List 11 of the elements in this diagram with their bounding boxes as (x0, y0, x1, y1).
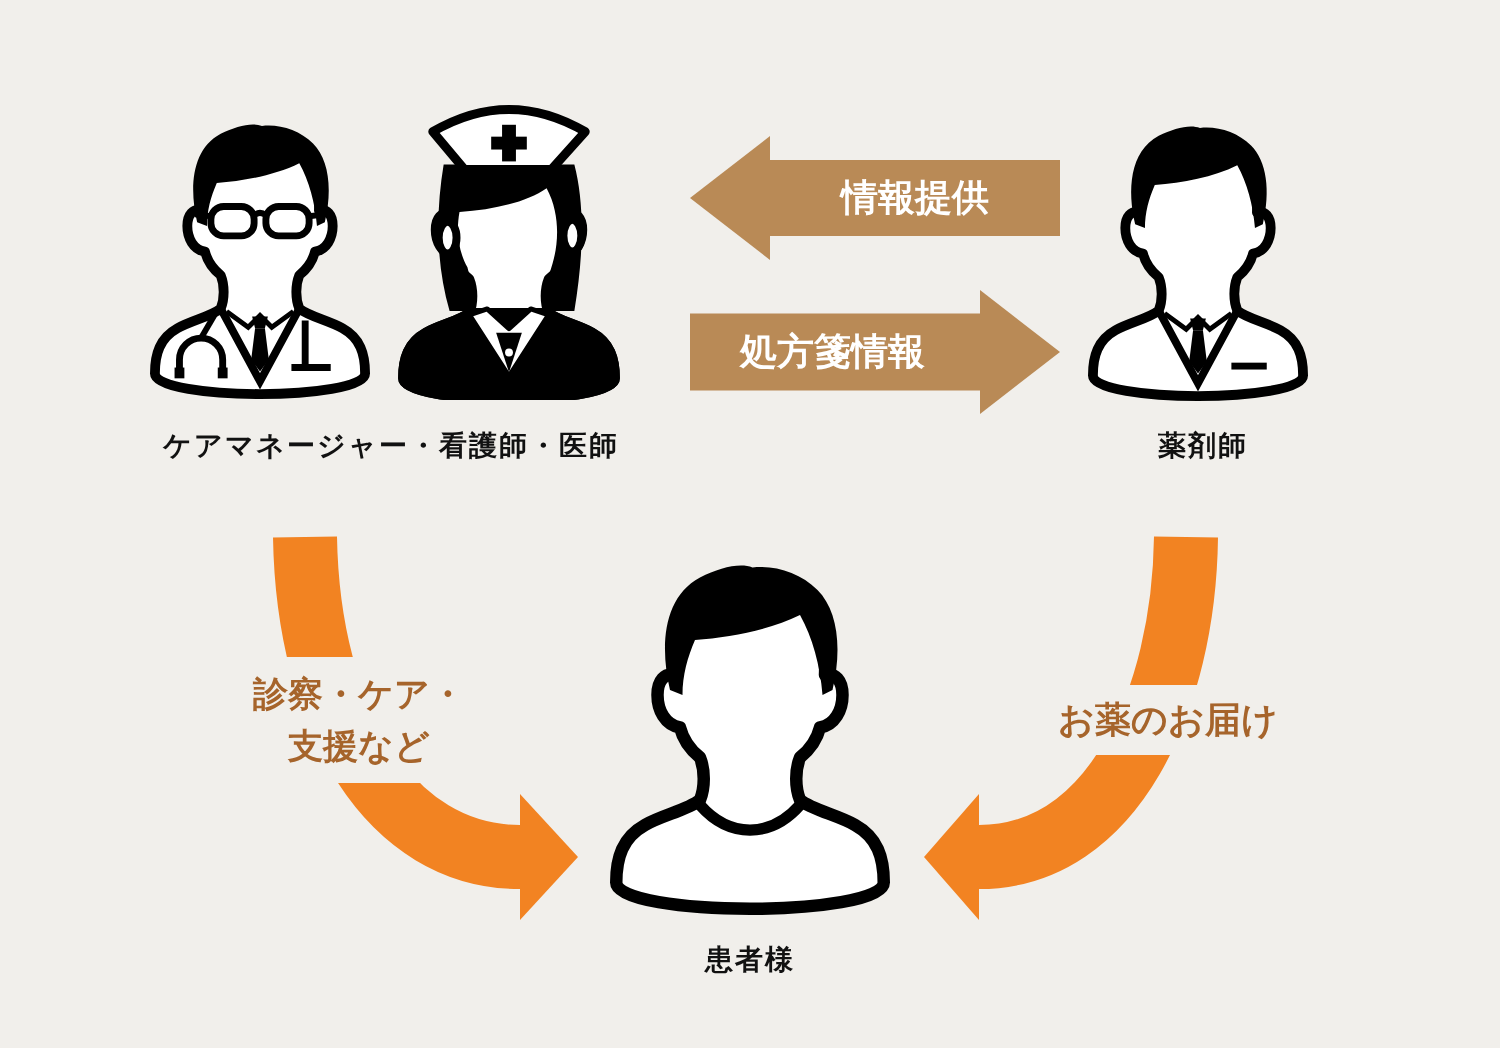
edge-label: 診察・ケア・支援など (252, 673, 466, 768)
person-label: 薬剤師 (1158, 428, 1248, 464)
edge-label: お薬のお届け (1058, 698, 1278, 742)
person-label: 患者様 (705, 942, 795, 978)
edge-label: 処方箋情報 (739, 329, 925, 375)
curved-arrow (273, 535, 578, 920)
arrow (690, 136, 1060, 260)
edge-label: 情報提供 (841, 175, 989, 221)
curved-arrow (924, 535, 1218, 920)
person-label: ケアマネージャー・看護師・医師 (163, 428, 619, 464)
arrow (690, 290, 1060, 414)
